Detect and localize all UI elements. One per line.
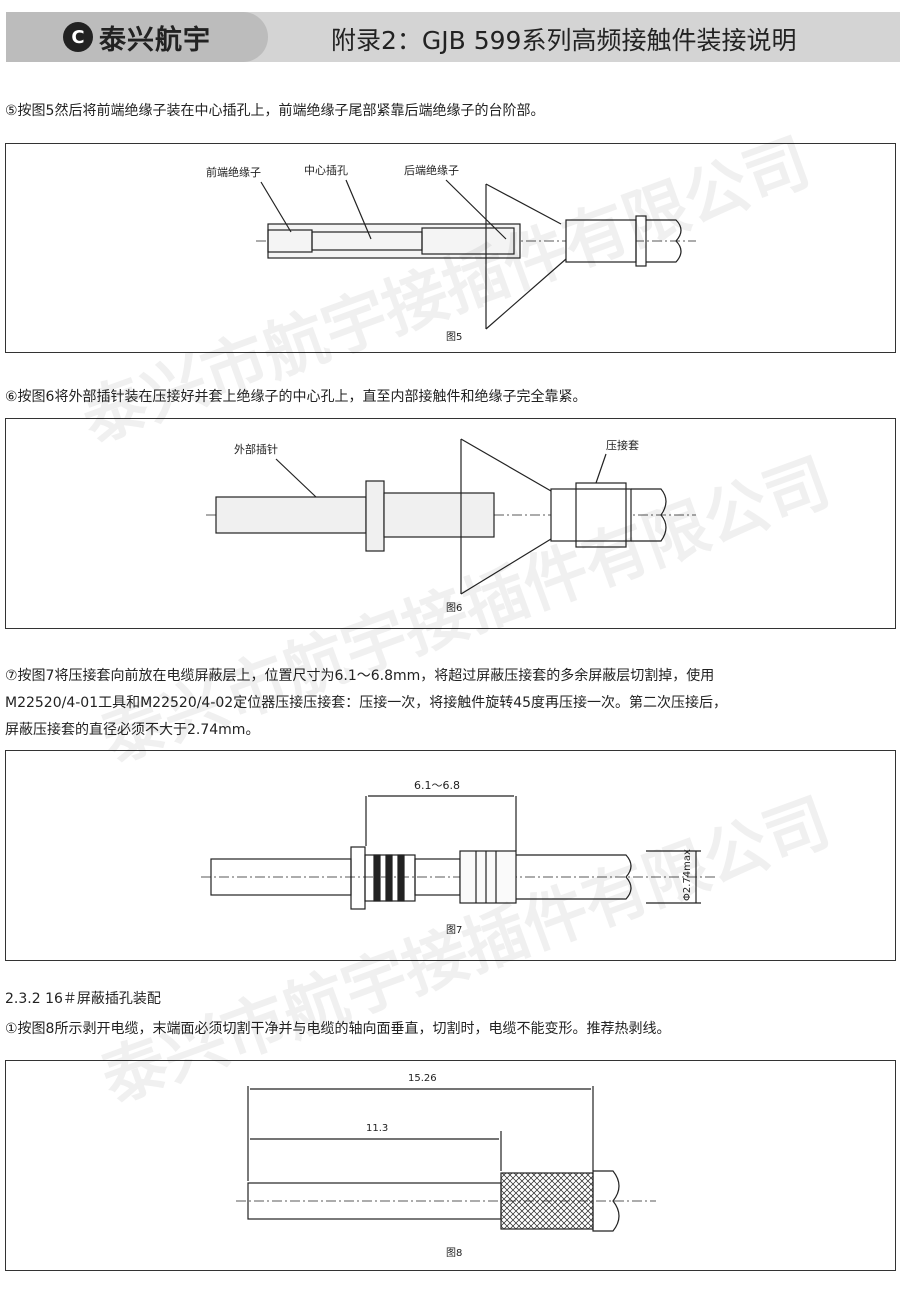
label-crimp-ferrule: 压接套 xyxy=(606,439,639,452)
step1-text: ①按图8所示剥开电缆，末端面必须切割干净并与电缆的轴向面垂直，切割时，电缆不能变… xyxy=(5,1021,671,1037)
dimension-diameter: Φ2.74max xyxy=(682,849,693,901)
figure-caption: 图5 xyxy=(446,331,462,343)
step7-line-1: ⑦按图7将压接套向前放在电缆屏蔽层上，位置尺寸为6.1～6.8mm，将超过屏蔽压… xyxy=(5,668,715,684)
label-front-insulator: 前端绝缘子 xyxy=(206,165,261,179)
figure-8: 15.26 11.3 图8 xyxy=(5,1060,896,1271)
section-heading: 2.3.2 16＃屏蔽插孔装配 xyxy=(5,991,161,1007)
figure-caption: 图8 xyxy=(446,1247,462,1259)
step7-line-3: 屏蔽压接套的直径必须不大于2.74mm。 xyxy=(5,722,260,738)
figure-6: 外部插针 压接套 图6 xyxy=(5,418,896,629)
company-logo: C 泰兴航宇 xyxy=(6,12,268,62)
figure-5: 前端绝缘子 中心插孔 后端绝缘子 图5 xyxy=(5,143,896,353)
step7-line-2: M22520/4-01工具和M22520/4-02定位器压接压接套：压接一次，将… xyxy=(5,695,728,711)
page-title: 附录2：GJB 599系列高频接触件装接说明 xyxy=(331,26,797,55)
figure-caption: 图7 xyxy=(446,924,462,936)
dimension-6-1-6-8: 6.1～6.8 xyxy=(414,779,460,792)
step5-text: ⑤按图5然后将前端绝缘子装在中心插孔上，前端绝缘子尾部紧靠后端绝缘子的台阶部。 xyxy=(5,103,545,119)
dimension-15-26: 15.26 xyxy=(408,1073,437,1084)
page-header: C 泰兴航宇 附录2：GJB 599系列高频接触件装接说明 xyxy=(6,12,900,62)
dimension-11-3: 11.3 xyxy=(366,1123,388,1134)
logo-text: 泰兴航宇 xyxy=(99,24,211,56)
label-center-socket: 中心插孔 xyxy=(304,163,348,177)
step6-text: ⑥按图6将外部插针装在压接好并套上绝缘子的中心孔上，直至内部接触件和绝缘子完全靠… xyxy=(5,389,587,405)
label-rear-insulator: 后端绝缘子 xyxy=(404,163,459,177)
logo-icon: C xyxy=(63,22,93,52)
figure-caption: 图6 xyxy=(446,602,462,614)
label-outer-pin: 外部插针 xyxy=(234,442,278,456)
figure-7: 6.1～6.8 Φ2.74max 图7 xyxy=(5,750,896,961)
